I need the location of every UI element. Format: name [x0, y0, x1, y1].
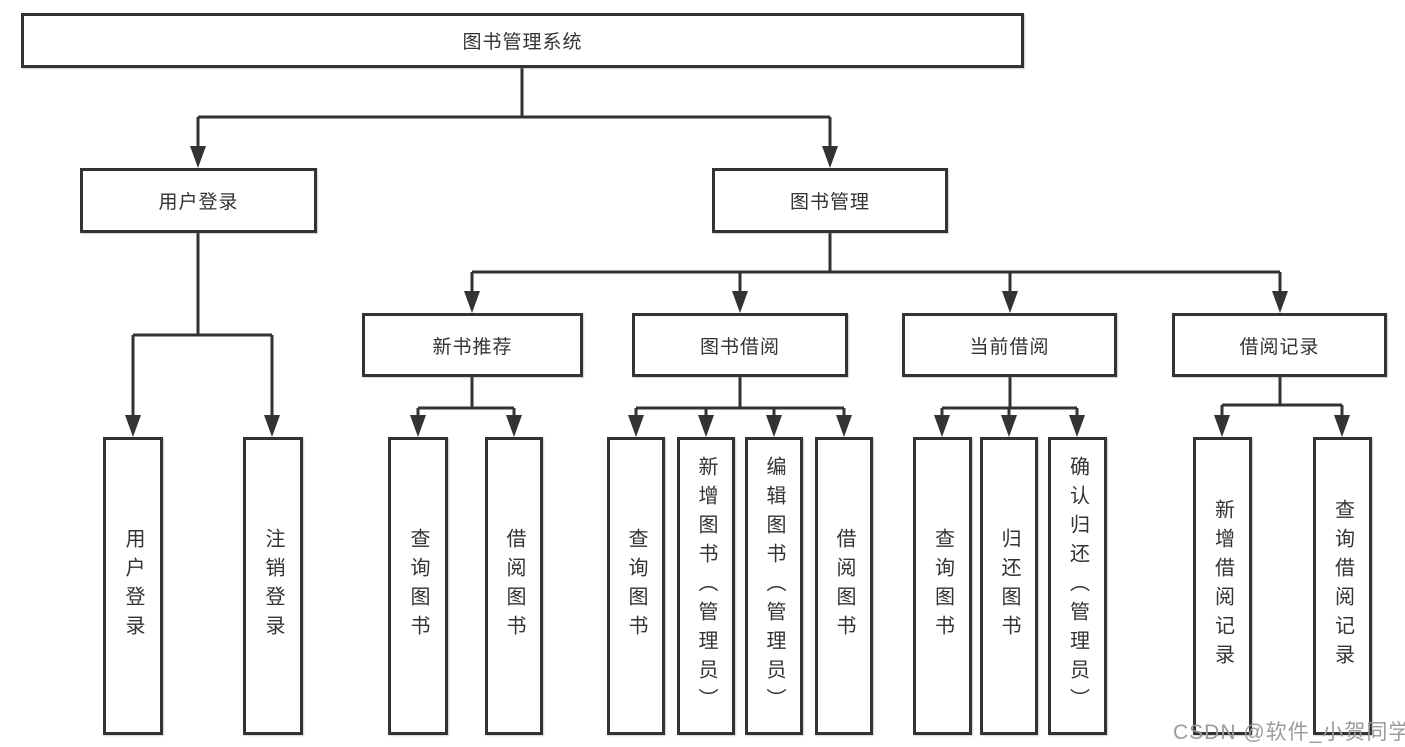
leaf-add-books-admin: 新增图书（管理员）	[677, 437, 735, 735]
leaf-query-borrow-record: 查询借阅记录	[1313, 437, 1372, 735]
leaf-current-query-books: 查询图书	[913, 437, 972, 735]
leaf-confirm-return-admin: 确认归还（管理员）	[1048, 437, 1107, 735]
node-current-borrowing: 当前借阅	[902, 313, 1117, 377]
leaf-recommend-borrow-books: 借阅图书	[485, 437, 543, 735]
leaf-borrow-books: 借阅图书	[815, 437, 873, 735]
node-user-login: 用户登录	[80, 168, 317, 233]
leaf-edit-books-admin: 编辑图书（管理员）	[745, 437, 803, 735]
node-book-borrowing: 图书借阅	[632, 313, 848, 377]
node-borrow-records: 借阅记录	[1172, 313, 1387, 377]
leaf-return-books: 归还图书	[980, 437, 1038, 735]
node-new-book-recommend: 新书推荐	[362, 313, 583, 377]
leaf-recommend-query-books: 查询图书	[388, 437, 448, 735]
leaf-user-login: 用户登录	[103, 437, 163, 735]
csdn-watermark: CSDN @软件_小贺同学	[1173, 721, 1405, 744]
leaf-logout: 注销登录	[243, 437, 303, 735]
connector-paths	[131, 68, 1344, 416]
leaf-borrowing-query-books: 查询图书	[607, 437, 665, 735]
leaf-add-borrow-record: 新增借阅记录	[1193, 437, 1252, 735]
arrowheads	[125, 146, 1350, 437]
node-root-system: 图书管理系统	[21, 13, 1024, 68]
node-book-management: 图书管理	[712, 168, 948, 233]
